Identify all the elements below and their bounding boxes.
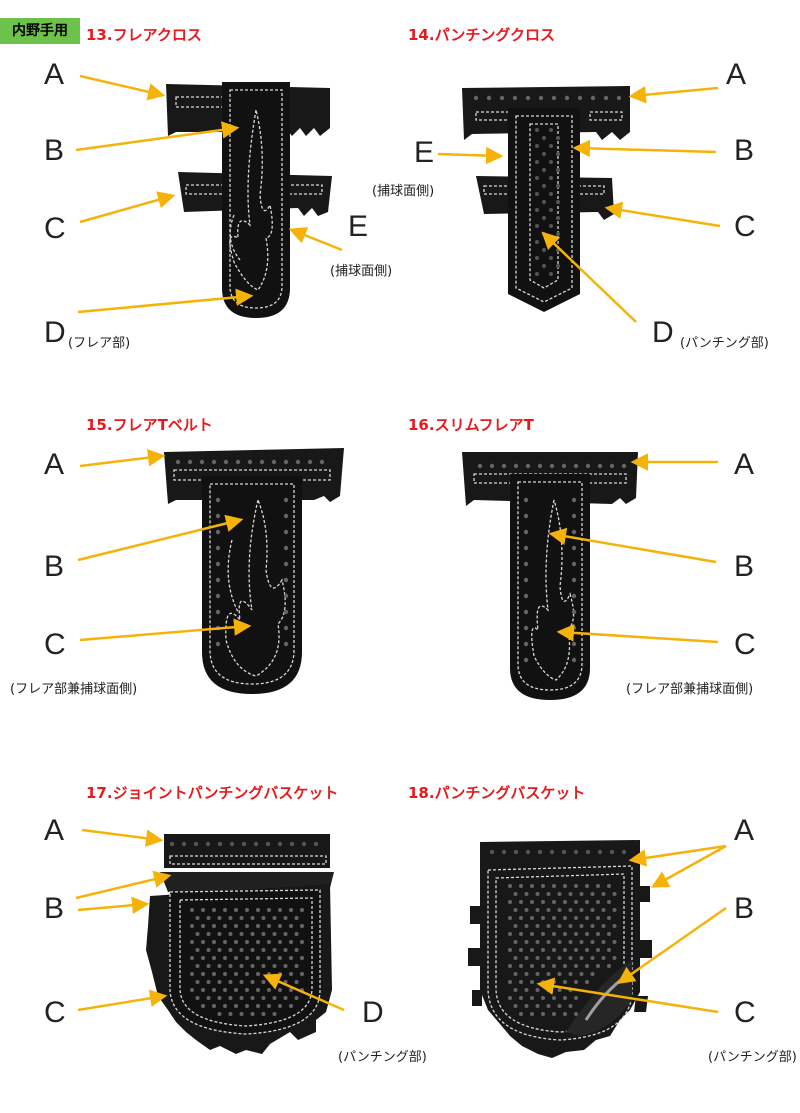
panel-14-label-e: E <box>414 136 435 169</box>
panel-17-leather <box>146 834 334 1054</box>
panel-14-label-c: C <box>734 210 756 243</box>
panel-14-title: 14.パンチングクロス <box>408 26 556 44</box>
panel-17-label-b: B <box>44 892 65 925</box>
panel-15-label-a: A <box>44 448 65 481</box>
panel-13-leather <box>166 82 332 318</box>
panel-17-note-d: (パンチング部) <box>338 1050 427 1065</box>
pointer-17-a <box>81 828 164 847</box>
panel-15-note-c: (フレア部兼捕球面側) <box>10 682 138 697</box>
pointer-14-c <box>604 201 721 228</box>
panel-14-label-d: D <box>652 316 674 349</box>
pointer-18-a1 <box>628 844 727 867</box>
panel-14-note-e: (捕球面側) <box>372 184 435 199</box>
panel-18-label-c: C <box>734 996 756 1029</box>
panel-17-label-d: D <box>362 996 384 1029</box>
pointer-14-d <box>541 231 637 323</box>
panel-18-leather <box>468 840 652 1058</box>
panel-18-label-a: A <box>734 814 755 847</box>
panel-14-label-b: B <box>734 134 755 167</box>
panel-18-note-c: (パンチング部) <box>708 1050 797 1065</box>
pointer-13-c <box>79 191 176 224</box>
panel-17-label-c: C <box>44 996 66 1029</box>
panel-15-title: 15.フレアTベルト <box>86 416 213 434</box>
panel-16-label-a: A <box>734 448 755 481</box>
infielder-badge: 内野手用 <box>0 18 80 44</box>
pointer-15-b <box>77 514 244 562</box>
panel-13-label-b: B <box>44 134 65 167</box>
pointer-13-a <box>79 74 166 101</box>
pointer-13-b <box>75 121 240 152</box>
pointer-16-b <box>548 527 717 564</box>
pointer-18-b <box>617 906 727 985</box>
panel-15-leather <box>164 448 344 694</box>
pointer-14-b <box>572 139 717 158</box>
panel-18-title: 18.パンチングバスケット <box>408 784 586 802</box>
pointer-14-e <box>437 146 504 165</box>
panel-13-title: 13.フレアクロス <box>86 26 202 44</box>
pointer-13-e <box>288 227 343 252</box>
panel-16-title: 16.スリムフレアT <box>408 416 534 434</box>
panel-13-note-d: (フレア部) <box>68 336 131 351</box>
panel-14-note-d: (パンチング部) <box>680 336 769 351</box>
pointer-15-c <box>79 618 252 642</box>
pointer-15-a <box>79 449 166 468</box>
panel-13-note-e: (捕球面側) <box>330 264 393 279</box>
pointer-17-b1 <box>75 870 172 900</box>
panel-15-label-b: B <box>44 550 65 583</box>
pointer-16-c <box>556 624 719 644</box>
panel-17-title: 17.ジョイントパンチングバスケット <box>86 784 339 802</box>
panel-16-label-c: C <box>734 628 756 661</box>
pointer-14-a <box>628 85 719 104</box>
pointer-17-c <box>77 989 168 1012</box>
panel-13-label-e: E <box>348 210 369 243</box>
pointer-17-b2 <box>77 896 150 914</box>
pointer-18-c <box>536 977 719 1014</box>
panel-13-label-d: D <box>44 316 66 349</box>
panel-16-leather <box>462 452 638 700</box>
pointer-18-a2 <box>650 844 727 888</box>
panel-13-label-c: C <box>44 212 66 245</box>
panel-14-label-a: A <box>726 58 747 91</box>
panel-16-label-b: B <box>734 550 755 583</box>
panel-14-leather <box>462 86 630 312</box>
panel-17-label-a: A <box>44 814 65 847</box>
panel-18-label-b: B <box>734 892 755 925</box>
panel-15-label-c: C <box>44 628 66 661</box>
panel-16-note-c: (フレア部兼捕球面側) <box>626 682 754 697</box>
pointer-17-d <box>262 973 345 1012</box>
pointer-13-d <box>77 288 254 314</box>
panel-13-label-a: A <box>44 58 65 91</box>
